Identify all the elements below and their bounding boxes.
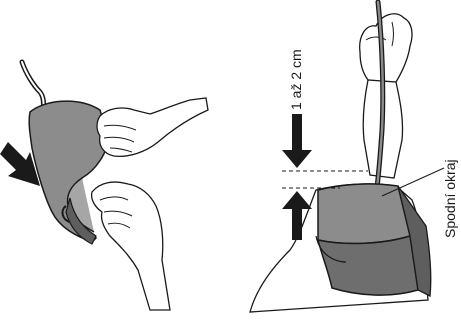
right-panel: 1 až 2 cm Spodní okraj — [250, 2, 458, 312]
lower-hand — [92, 182, 170, 310]
arrow-down — [282, 114, 312, 168]
raised-hand — [360, 14, 412, 86]
bottom-edge-label: Spodní okraj — [442, 159, 458, 238]
distance-label: 1 až 2 cm — [288, 49, 304, 110]
cuff-right-wrap — [318, 236, 418, 295]
upper-hand — [97, 98, 208, 156]
left-panel — [0, 62, 208, 310]
cuff-right — [318, 184, 410, 244]
